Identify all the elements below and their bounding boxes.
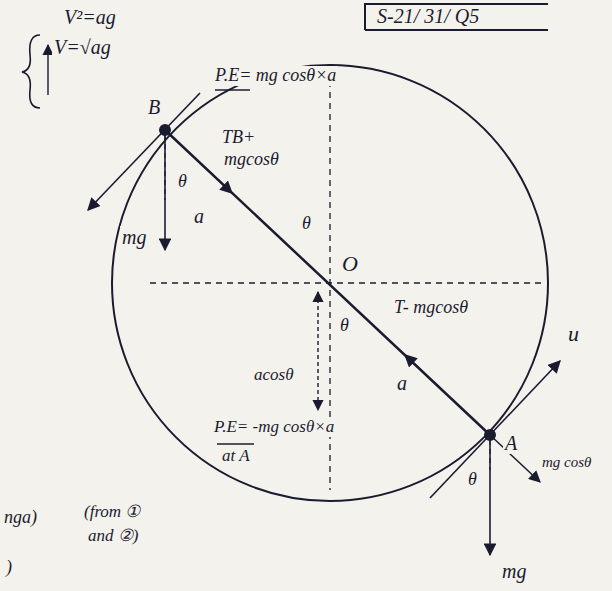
annotation-label: (from ①	[82, 503, 142, 522]
brace	[22, 35, 40, 108]
annotation-label: S-21/ 31/ Q5	[375, 5, 481, 27]
annotation-label: and ②)	[86, 527, 140, 546]
height-arrow	[317, 292, 318, 410]
annotation-label: acosθ	[252, 366, 296, 385]
annotation-label: V=√ag	[52, 36, 113, 58]
particle-point	[160, 125, 170, 135]
weight-arrow	[489, 435, 491, 555]
annotation-label: )	[4, 558, 14, 578]
annotation-label: θ	[338, 316, 351, 336]
particle-point	[485, 430, 495, 440]
annotation-label: θ	[176, 172, 189, 192]
tension-arrow	[405, 355, 440, 388]
velocity-arrow	[430, 361, 560, 498]
annotation-label: mg cosθ	[540, 454, 593, 471]
annotation-label: mgcosθ	[222, 150, 281, 170]
annotation-label: P.E= -mg cosθ×a	[212, 418, 336, 437]
annotation-label: u	[566, 322, 581, 346]
velocity-arrow	[88, 93, 200, 210]
annotation-label: at A	[220, 447, 252, 466]
underline	[215, 89, 250, 90]
annotation-label: mg	[500, 560, 528, 582]
annotation-label: B	[146, 96, 162, 118]
vertical-circle	[112, 65, 548, 501]
horizontal-axis	[150, 282, 545, 283]
annotation-label: θ	[466, 470, 479, 490]
annotation-label: θ	[300, 214, 313, 234]
annotation-label: T- mgcosθ	[392, 298, 470, 318]
arrow	[47, 45, 48, 95]
reference-box	[365, 4, 548, 30]
annotation-label: O	[340, 252, 360, 276]
annotation-label: A	[503, 432, 519, 454]
annotation-label: nga)	[2, 508, 39, 528]
annotation-label: P.E= mg cosθ×a	[213, 66, 338, 86]
annotation-label: mg	[120, 226, 148, 248]
annotation-label: a	[395, 372, 409, 394]
weight-arrow	[164, 130, 166, 250]
underline	[217, 443, 254, 444]
annotation-label: TB+	[220, 128, 257, 148]
annotation-label: a	[192, 205, 206, 227]
annotation-label: V²=ag	[62, 6, 118, 28]
